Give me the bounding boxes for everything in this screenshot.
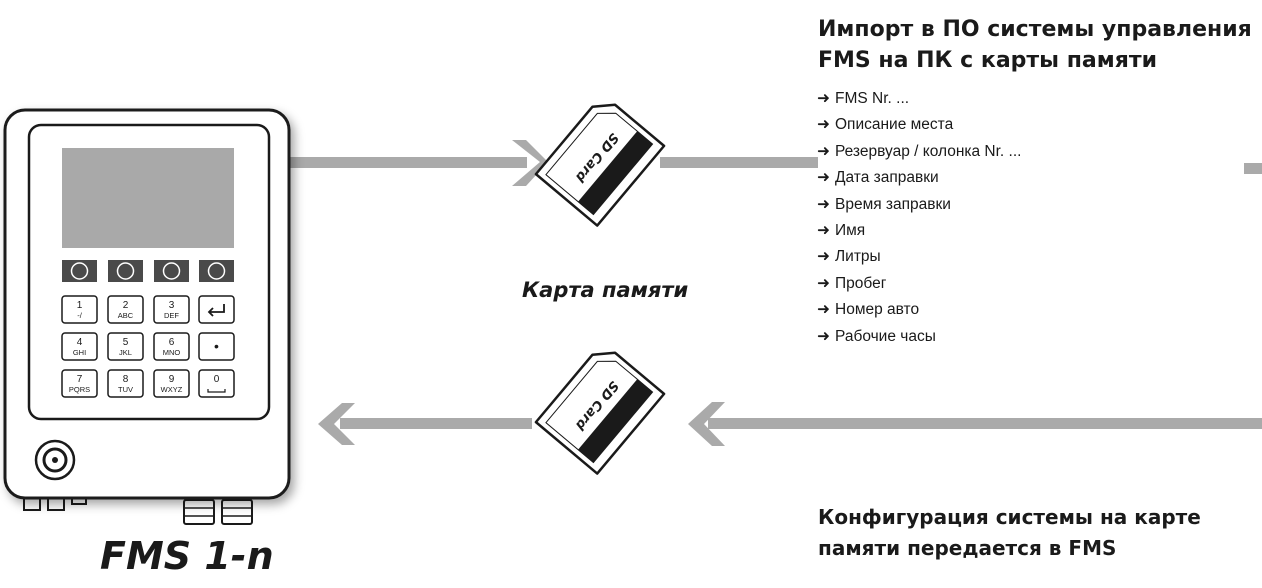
keypad-key-sublabel: WXYZ <box>161 385 183 394</box>
keypad-key-0: 1-/ <box>61 295 98 324</box>
import-title: Импорт в ПО системы управления FMS на ПК… <box>818 14 1258 76</box>
space-icon <box>207 389 226 393</box>
keypad-key-sublabel: TUV <box>118 385 133 394</box>
list-item: ➜Номер авто <box>817 297 1021 323</box>
arrow-right-icon: ➜ <box>817 248 830 266</box>
list-item: ➜Пробег <box>817 271 1021 297</box>
keypad-key-sublabel: DEF <box>164 311 179 320</box>
import-title-line2: FMS на ПК с карты памяти <box>818 48 1158 73</box>
import-arrow-stub <box>1244 163 1262 174</box>
arrow-right-icon: ➜ <box>817 327 830 345</box>
device-name: FMS 1-n <box>100 534 274 578</box>
list-item: ➜Рабочие часы <box>817 324 1021 350</box>
sd-card-export: SD Card <box>534 103 666 227</box>
config-title-line2: памяти передается в FMS <box>818 536 1117 560</box>
keypad-key-sublabel: PQRS <box>69 385 90 394</box>
config-title-line1: Конфигурация системы на карте <box>818 505 1201 529</box>
arrow-right-icon: ➜ <box>817 195 830 213</box>
keypad-key-label: 3 <box>169 300 175 311</box>
keypad-key-label: 9 <box>169 374 175 385</box>
list-item: ➜Время заправки <box>817 192 1021 218</box>
keypad-key-sublabel: JKL <box>119 348 132 357</box>
list-item: ➜Резервуар / колонка Nr. ... <box>817 139 1021 165</box>
arrow-right-icon: ➜ <box>817 116 830 134</box>
list-item: ➜Описание места <box>817 112 1021 138</box>
keypad-key-sublabel: ABC <box>118 311 134 320</box>
config-arrow <box>318 402 1262 446</box>
keypad-key-label: 6 <box>169 337 175 348</box>
import-arrow <box>289 140 1262 186</box>
arrow-right-icon: ➜ <box>817 142 830 160</box>
keypad-key-label: 0 <box>214 374 220 385</box>
list-item: ➜Имя <box>817 218 1021 244</box>
arrow-right-icon: ➜ <box>817 274 830 292</box>
list-item: ➜FMS Nr. ... <box>817 86 1021 112</box>
keypad-key-label: 5 <box>123 337 129 348</box>
keypad-key-sublabel: -/ <box>77 311 82 320</box>
keypad-key-label: 4 <box>77 337 83 348</box>
list-item: ➜Литры <box>817 244 1021 270</box>
keypad-key-label: 2 <box>123 300 129 311</box>
keypad-key-label: 7 <box>77 374 83 385</box>
import-title-line1: Импорт в ПО системы управления <box>818 17 1252 42</box>
export-data-list: ➜FMS Nr. ... ➜Описание места ➜Резервуар … <box>817 86 1021 350</box>
arrow-right-icon: ➜ <box>817 90 830 107</box>
memory-card-caption: Карта памяти <box>522 278 689 302</box>
config-title: Конфигурация системы на карте памяти пер… <box>818 502 1258 564</box>
sd-card-config: SD Card <box>534 351 666 475</box>
enter-icon <box>207 304 225 317</box>
keypad-key-label: 1 <box>77 300 83 311</box>
keypad-key-7: • <box>198 332 235 361</box>
keypad-key-11: 0 <box>198 369 235 398</box>
keypad-key-sublabel: MNO <box>163 348 181 357</box>
list-item: ➜Дата заправки <box>817 165 1021 191</box>
device-display <box>62 148 234 248</box>
arrow-right-icon: ➜ <box>817 301 830 319</box>
keypad-key-label: • <box>214 338 219 354</box>
arrow-right-icon: ➜ <box>817 169 830 187</box>
keypad-key-3 <box>198 295 235 324</box>
sd-card-export-stripe <box>578 131 653 215</box>
keypad-key-sublabel: GHI <box>73 348 86 357</box>
sd-card-config-stripe <box>578 379 653 463</box>
arrow-right-icon: ➜ <box>817 221 830 239</box>
keypad-key-label: 8 <box>123 374 129 385</box>
function-keys <box>62 260 234 282</box>
